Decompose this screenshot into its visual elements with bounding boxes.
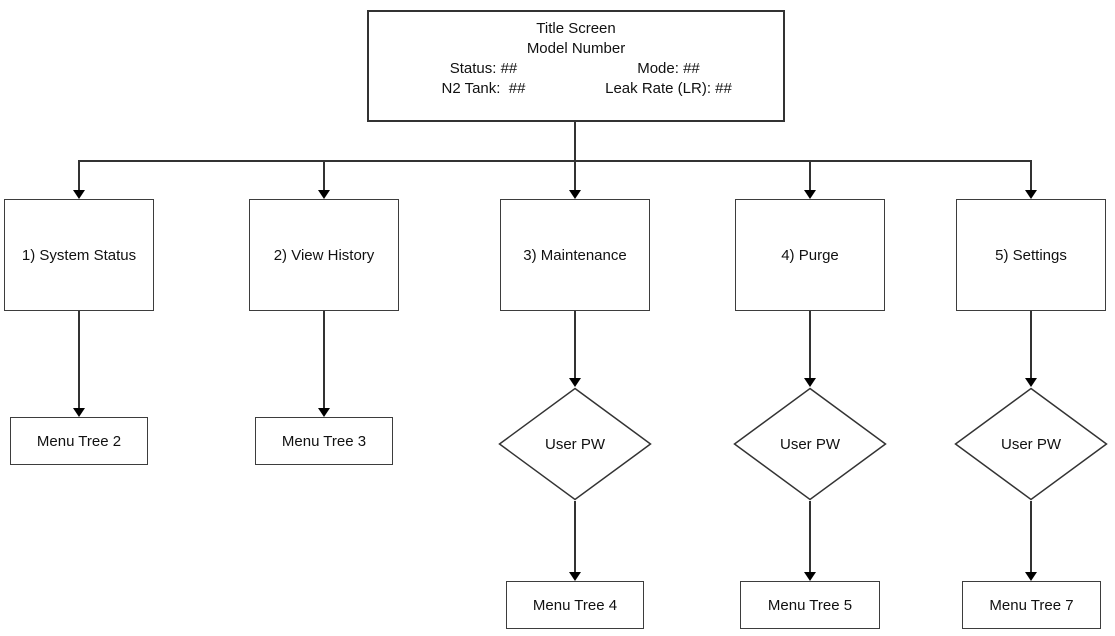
box-purge-label: 4) Purge [781,246,839,264]
arrowhead-view-history [318,190,330,199]
connector-pw-menu4 [574,501,576,573]
connector-drop-1 [78,160,80,191]
title-screen-box: Title Screen Model Number Status: ## Mod… [367,10,785,122]
box-system-status-label: 1) System Status [21,246,137,264]
arrowhead-pw-settings [1025,378,1037,387]
arrowhead-menu-tree-2 [73,408,85,417]
connector-drop-5 [1030,160,1032,191]
title-status-row: Status: ## Mode: ## [369,59,783,79]
title-line-1: Title Screen [536,20,616,37]
box-menu-tree-5-label: Menu Tree 5 [767,596,853,614]
diamond-shape [954,387,1108,501]
title-line-2: Model Number [526,40,626,57]
arrowhead-menu-tree-3 [318,408,330,417]
box-maintenance: 3) Maintenance [500,199,650,311]
connector-pw-menu5 [809,501,811,573]
arrowhead-pw-maintenance [569,378,581,387]
connector-drop-2 [323,160,325,191]
status-value: Status: ## [449,60,518,77]
connector-pw-menu7 [1030,501,1032,573]
box-view-history-label: 2) View History [273,246,375,264]
box-menu-tree-4: Menu Tree 4 [506,581,644,629]
box-view-history: 2) View History [249,199,399,311]
box-menu-tree-3-label: Menu Tree 3 [281,432,367,450]
arrowhead-purge [804,190,816,199]
decision-user-pw-purge: User PW [733,387,887,501]
decision-user-pw-maintenance: User PW [498,387,652,501]
connector-title-drop [574,122,576,191]
box-settings-label: 5) Settings [995,246,1067,264]
connector-maintenance-pw [574,311,576,379]
box-menu-tree-5: Menu Tree 5 [740,581,880,629]
diamond-shape [498,387,652,501]
box-maintenance-label: 3) Maintenance [523,246,627,264]
box-menu-tree-3: Menu Tree 3 [255,417,393,465]
title-tank-row: N2 Tank: ## Leak Rate (LR): ## [369,79,783,99]
arrowhead-menu-tree-5 [804,572,816,581]
decision-label: User PW [1001,435,1061,453]
box-system-status: 1) System Status [4,199,154,311]
connector-purge-pw [809,311,811,379]
box-menu-tree-7-label: Menu Tree 7 [989,596,1074,614]
mode-value: Mode: ## [637,60,700,77]
n2-tank-value: N2 Tank: ## [441,80,526,97]
box-menu-tree-2: Menu Tree 2 [10,417,148,465]
decision-label: User PW [545,435,605,453]
decision-label: User PW [780,435,840,453]
box-settings: 5) Settings [956,199,1106,311]
connector-drop-4 [809,160,811,191]
arrowhead-settings [1025,190,1037,199]
decision-user-pw-settings: User PW [954,387,1108,501]
connector-view-history-menu3 [323,311,325,409]
connector-settings-pw [1030,311,1032,379]
arrowhead-system-status [73,190,85,199]
arrowhead-maintenance [569,190,581,199]
box-menu-tree-7: Menu Tree 7 [962,581,1101,629]
box-purge: 4) Purge [735,199,885,311]
diamond-shape [733,387,887,501]
box-menu-tree-4-label: Menu Tree 4 [532,596,618,614]
box-menu-tree-2-label: Menu Tree 2 [36,432,122,450]
connector-bus [78,160,1032,162]
arrowhead-menu-tree-4 [569,572,581,581]
leak-rate-value: Leak Rate (LR): ## [605,80,732,97]
arrowhead-menu-tree-7 [1025,572,1037,581]
connector-system-status-menu2 [78,311,80,409]
arrowhead-pw-purge [804,378,816,387]
